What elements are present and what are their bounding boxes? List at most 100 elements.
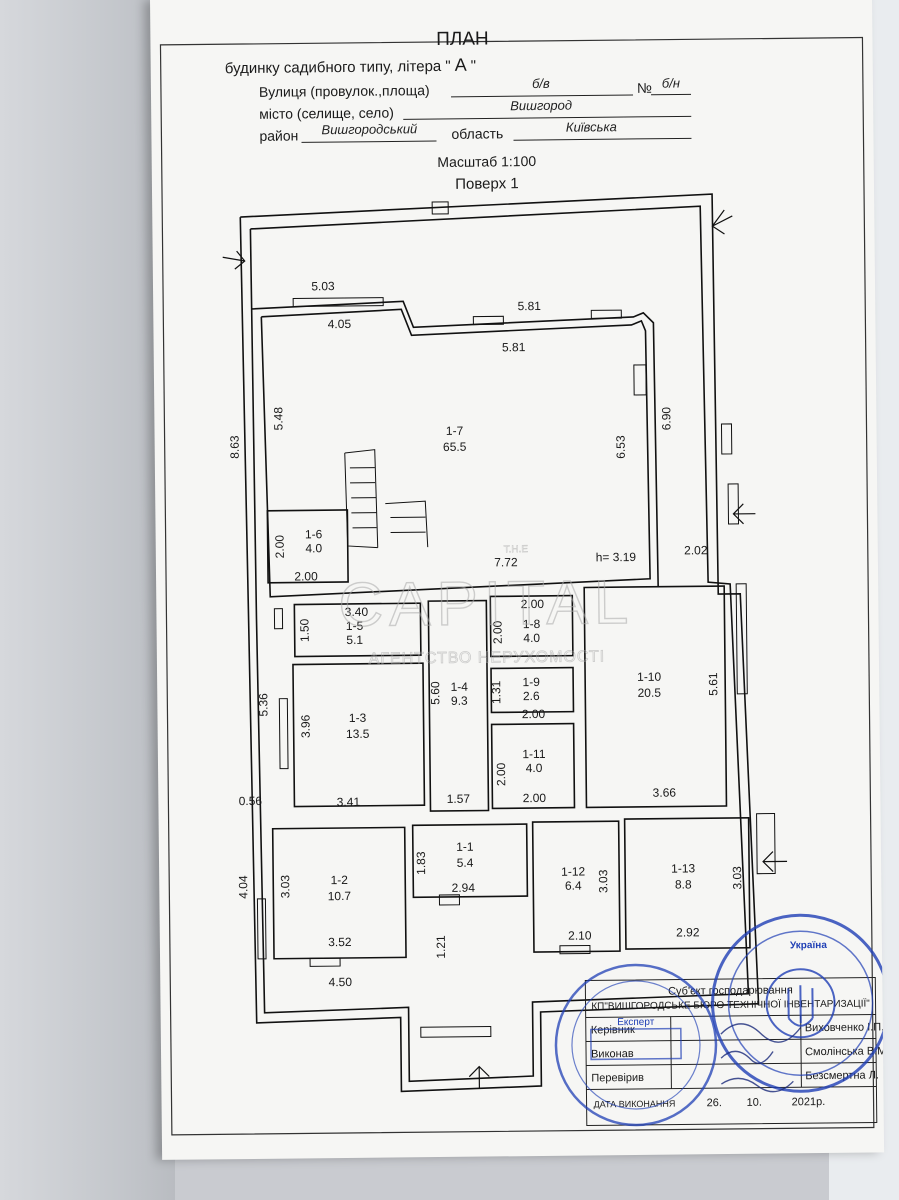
dim-1-21: 1.21 xyxy=(434,935,448,959)
dim-2-00-a: 2.00 xyxy=(273,535,287,559)
date-day: 26. xyxy=(707,1097,722,1109)
dim-2-00-d: 2.00 xyxy=(491,620,505,644)
svg-text:1-11: 1-11 xyxy=(522,747,546,761)
svg-text:5.1: 5.1 xyxy=(346,633,363,647)
date-month: 10. xyxy=(747,1097,762,1109)
dim-2-10: 2.10 xyxy=(568,928,592,942)
date-label: ДАТА ВИКОНАННЯ xyxy=(594,1099,676,1110)
row-name-executor: Смолінська В.М. xyxy=(805,1045,884,1058)
dim-5-03: 5.03 xyxy=(311,279,335,293)
dim-2-00-f: 2.00 xyxy=(494,762,508,786)
subtitle-suffix: " xyxy=(471,58,477,75)
plan-title: ПЛАН xyxy=(436,28,489,50)
dim-2-94: 2.94 xyxy=(452,881,476,895)
svg-text:1-3: 1-3 xyxy=(349,711,367,725)
room-1-8: 1-84.0 xyxy=(523,617,541,645)
svg-text:1-12: 1-12 xyxy=(561,864,585,878)
street-value: б/в xyxy=(532,76,550,91)
scale-label: Масштаб 1:100 xyxy=(437,153,536,170)
room-1-13: 1-138.8 xyxy=(671,861,695,891)
region-label: область xyxy=(451,125,503,142)
stamp-expert: Експерт xyxy=(617,1017,655,1028)
entrance-arrows xyxy=(222,209,788,1089)
dim-6-90: 6.90 xyxy=(659,407,673,431)
dim-5-48: 5.48 xyxy=(271,407,285,431)
svg-text:4.0: 4.0 xyxy=(526,761,543,775)
dim-7-72: 7.72 xyxy=(494,555,518,569)
round-stamp-left: Експерт xyxy=(554,963,718,1127)
dim-1-31: 1.31 xyxy=(489,680,503,704)
row-role-checker: Перевірив xyxy=(591,1072,644,1085)
svg-text:20.5: 20.5 xyxy=(638,686,662,700)
watermark-sub: АГЕНТСТВО НЕРУХОМОСТІ xyxy=(369,648,606,667)
district-label: район xyxy=(259,127,298,143)
city-value: Вишгород xyxy=(510,98,572,114)
stamp-country: Україна xyxy=(790,940,827,951)
round-stamp-right: Україна xyxy=(711,913,885,1093)
dim-2-00-g: 2.00 xyxy=(523,791,547,805)
dim-5-81-top: 5.81 xyxy=(517,299,541,313)
svg-text:4.0: 4.0 xyxy=(305,541,322,555)
svg-text:2.6: 2.6 xyxy=(523,689,540,703)
row-role-head: Керівник xyxy=(591,1024,635,1036)
dim-3-96: 3.96 xyxy=(298,714,312,738)
svg-text:1-6: 1-6 xyxy=(305,527,323,541)
dim-0-56: 0.56 xyxy=(239,794,263,808)
room-1-5: 1-55.1 xyxy=(346,619,364,647)
background-left-pages xyxy=(0,0,175,1200)
watermark-main: CAPITAL xyxy=(338,568,635,640)
room-1-4: 1-49.3 xyxy=(450,680,468,708)
dim-5-61: 5.61 xyxy=(706,672,720,696)
dim-8-63: 8.63 xyxy=(228,435,242,459)
dim-3-03-c: 3.03 xyxy=(730,866,744,890)
page-frame xyxy=(159,36,875,1136)
dim-3-40: 3.40 xyxy=(345,605,369,619)
dim-2-92: 2.92 xyxy=(676,925,700,939)
dim-6-53: 6.53 xyxy=(614,435,628,459)
dim-1-83: 1.83 xyxy=(414,851,428,875)
watermark: T.H.E CAPITAL АГЕНТСТВО НЕРУХОМОСТІ xyxy=(337,544,635,668)
region-underline xyxy=(513,137,692,141)
svg-text:13.5: 13.5 xyxy=(346,727,370,741)
dim-3-03-b: 3.03 xyxy=(596,869,610,893)
street-label: Вулиця (провулок.,площа) xyxy=(259,82,430,100)
svg-text:1-1: 1-1 xyxy=(456,840,474,854)
room-1-9: 1-92.6 xyxy=(522,675,540,703)
dim-3-03-a: 3.03 xyxy=(278,875,292,899)
number-label: № xyxy=(637,80,652,96)
city-underline xyxy=(403,115,692,120)
dim-4-05: 4.05 xyxy=(328,317,352,331)
dim-3-52: 3.52 xyxy=(328,935,352,949)
row-role-executor: Виконав xyxy=(591,1048,634,1060)
outer-walls xyxy=(239,193,760,1093)
svg-text:5.4: 5.4 xyxy=(457,856,474,870)
watermark-top: T.H.E xyxy=(503,544,528,555)
number-value: б/н xyxy=(662,75,680,90)
room-1-7: 1-765.5 xyxy=(443,424,467,454)
dim-2-00-b: 2.00 xyxy=(294,569,318,583)
room-1-6: 1-64.0 xyxy=(305,527,323,555)
svg-text:1-13: 1-13 xyxy=(671,861,695,875)
room-labels: 1-765.5 1-64.0 1-55.1 1-84.0 1-92.6 1-10… xyxy=(305,424,696,903)
subtitle-prefix: будинку садибного типу, літера " xyxy=(225,58,451,77)
dim-3-41: 3.41 xyxy=(337,795,361,809)
svg-text:1-8: 1-8 xyxy=(523,617,541,631)
dim-5-81-inner: 5.81 xyxy=(502,340,526,354)
room-1-3: 1-3 13.5 xyxy=(346,711,370,741)
district-value: Вишгородський xyxy=(321,121,417,137)
dim-1-50: 1.50 xyxy=(297,618,311,642)
floor-label: Поверх 1 xyxy=(455,175,519,193)
svg-text:65.5: 65.5 xyxy=(443,440,467,454)
svg-text:4.0: 4.0 xyxy=(523,631,540,645)
titleblock-org: КП"ВИШГОРОДСЬКЕ БЮРО ТЕХНІЧНОЇ ІНВЕНТАРИ… xyxy=(591,998,870,1013)
dim-3-66: 3.66 xyxy=(653,786,677,800)
date-year: 2021р. xyxy=(792,1096,826,1108)
dim-5-36: 5.36 xyxy=(256,693,270,717)
room-1-2: 1-210.7 xyxy=(328,873,352,903)
row-name-head: Виховченко І.П. xyxy=(805,1021,884,1034)
room-1-12: 1-126.4 xyxy=(561,864,585,892)
svg-text:1-5: 1-5 xyxy=(346,619,364,633)
city-label: місто (селище, село) xyxy=(259,104,394,121)
signatures xyxy=(720,1023,802,1093)
